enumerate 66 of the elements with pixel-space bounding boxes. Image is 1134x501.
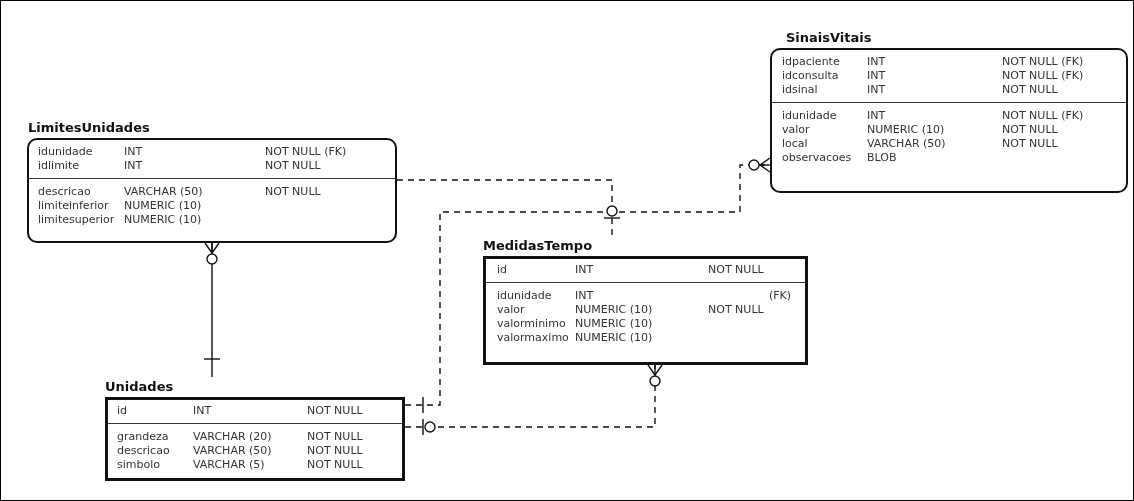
- relationship-line: [404, 157, 771, 414]
- field-type: NUMERIC (10): [867, 123, 945, 137]
- field-constraint: NOT NULL: [265, 185, 321, 199]
- field-constraint: NOT NULL: [1002, 123, 1058, 137]
- field-type: NUMERIC (10): [575, 331, 653, 345]
- field-name: idunidade: [497, 289, 552, 303]
- field-name: idconsulta: [782, 69, 839, 83]
- field-type: INT: [867, 69, 886, 83]
- field-constraint: NOT NULL (FK): [265, 145, 347, 159]
- field-type: INT: [867, 109, 886, 123]
- field-type: INT: [575, 289, 594, 303]
- field-type: NUMERIC (10): [124, 213, 202, 227]
- field-name: limitesuperior: [38, 213, 115, 227]
- field-constraint: NOT NULL: [708, 263, 764, 277]
- relationship-line: [404, 364, 663, 436]
- field-constraint: NOT NULL (FK): [1002, 55, 1084, 69]
- field-name: valor: [782, 123, 810, 137]
- field-type: NUMERIC (10): [575, 303, 653, 317]
- field-name: descricao: [38, 185, 91, 199]
- field-type: INT: [575, 263, 594, 277]
- relationship-line: [396, 179, 621, 237]
- field-type: INT: [867, 83, 886, 97]
- field-type: VARCHAR (50): [867, 137, 946, 151]
- field-name: idsinal: [782, 83, 818, 97]
- relationship-line: [203, 242, 221, 378]
- field-type: INT: [124, 159, 143, 173]
- entity-name: MedidasTempo: [483, 238, 593, 253]
- field-type: INT: [867, 55, 886, 69]
- field-name: grandeza: [117, 430, 169, 444]
- field-type: NUMERIC (10): [124, 199, 202, 213]
- field-name: idpaciente: [782, 55, 840, 69]
- field-constraint: NOT NULL: [307, 444, 363, 458]
- field-constraint: NOT NULL (FK): [1002, 69, 1084, 83]
- field-type: VARCHAR (50): [124, 185, 203, 199]
- field-name: valorminimo: [497, 317, 566, 331]
- field-constraint: NOT NULL: [307, 430, 363, 444]
- field-type: INT: [193, 404, 212, 418]
- field-constraint: NOT NULL: [307, 458, 363, 472]
- field-constraint: NOT NULL: [265, 159, 321, 173]
- field-name: observacoes: [782, 151, 852, 165]
- field-name: idunidade: [38, 145, 93, 159]
- field-name: simbolo: [117, 458, 160, 472]
- entity-name: LimitesUnidades: [28, 120, 150, 135]
- field-name: limiteinferior: [38, 199, 109, 213]
- field-type: VARCHAR (20): [193, 430, 272, 444]
- field-type: VARCHAR (50): [193, 444, 272, 458]
- field-constraint: NOT NULL: [307, 404, 363, 418]
- field-constraint: NOT NULL: [1002, 83, 1058, 97]
- entity-name: Unidades: [105, 379, 174, 394]
- field-type: INT: [124, 145, 143, 159]
- field-name: local: [782, 137, 808, 151]
- field-constraint: NOT NULL: [708, 303, 764, 317]
- field-constraint: NOT NULL (FK): [1002, 109, 1084, 123]
- field-type: VARCHAR (5): [193, 458, 265, 472]
- entity-name: SinaisVitais: [786, 30, 872, 45]
- field-type: BLOB: [867, 151, 897, 165]
- field-constraint: (FK): [769, 289, 792, 303]
- field-name: idlimite: [38, 159, 79, 173]
- field-name: descricao: [117, 444, 170, 458]
- field-name: valor: [497, 303, 525, 317]
- field-name: id: [497, 263, 508, 277]
- field-name: valormaximo: [497, 331, 569, 345]
- field-name: idunidade: [782, 109, 837, 123]
- field-constraint: NOT NULL: [1002, 137, 1058, 151]
- field-name: id: [117, 404, 128, 418]
- field-type: NUMERIC (10): [575, 317, 653, 331]
